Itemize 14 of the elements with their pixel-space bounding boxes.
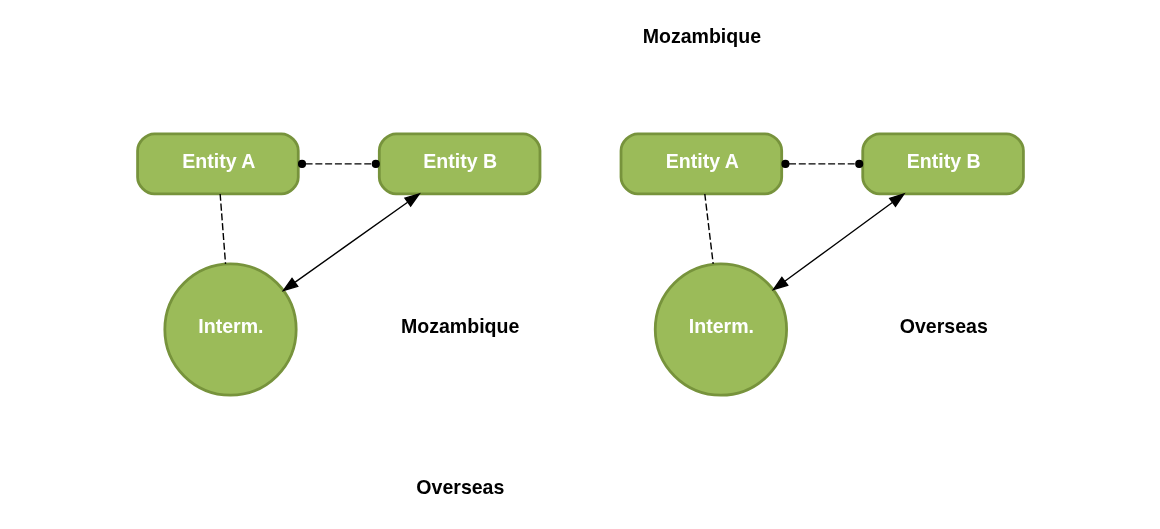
label: Mozambique [400,315,519,338]
label: Overseas [899,315,988,338]
connector [703,193,714,265]
label: Mozambique [642,24,761,47]
node-box: Entity A [619,132,783,196]
connector [218,193,226,265]
connector [297,159,380,168]
arrow [771,192,906,291]
arrow [281,192,421,292]
connector [780,159,863,168]
node-box: Entity A [135,132,300,196]
node-box: Entity B [860,132,1025,196]
label: Overseas [415,475,504,498]
node-box: Entity B [377,132,541,196]
